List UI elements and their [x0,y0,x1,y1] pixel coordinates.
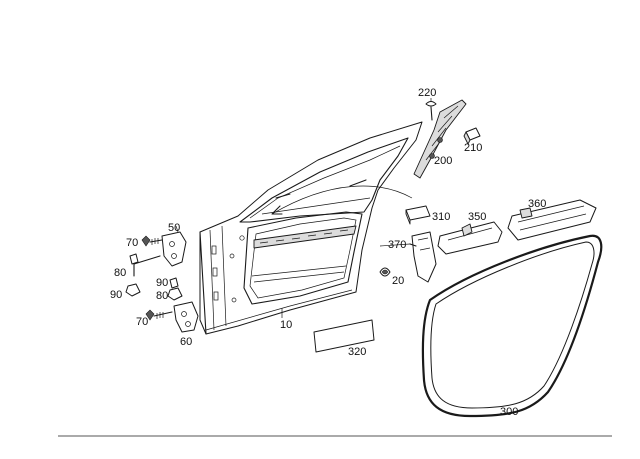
label-90-lower: 90 [156,277,168,289]
label-350: 350 [468,211,486,223]
nut-90-lower [167,287,183,301]
label-360: 360 [528,198,546,210]
label-20: 20 [392,275,404,287]
label-70-lower: 70 [136,316,148,328]
door-shell [199,121,423,335]
label-70-upper: 70 [126,237,138,249]
bracket-370 [409,231,437,283]
label-200: 200 [434,155,452,167]
bolt-80-lower [169,277,179,289]
clip-210 [463,127,481,145]
hinge-lower-60 [173,301,199,333]
label-10: 10 [280,319,292,331]
label-50: 50 [168,222,180,234]
seal-360 [507,199,597,241]
label-80-upper: 80 [114,267,126,279]
assembly-arrow [271,185,413,215]
grommet-20 [379,267,391,277]
label-310: 310 [432,211,450,223]
screw-220 [425,101,437,121]
nut-90-upper [125,283,141,297]
label-300: 300 [500,406,518,418]
pad-310 [405,205,431,225]
leader-lines [281,98,432,318]
label-370: 370 [388,239,406,251]
bolt-80-upper [129,253,161,277]
hinge-upper-50 [161,225,187,267]
bolt-70-lower [145,309,173,321]
label-320: 320 [348,346,366,358]
label-210: 210 [464,142,482,154]
label-60: 60 [180,336,192,348]
label-plate-320 [313,319,375,353]
label-220: 220 [418,87,436,99]
window-frame-trim [413,99,467,179]
seal-350 [437,221,503,255]
label-90-upper: 90 [110,289,122,301]
label-80-lower: 80 [156,290,168,302]
bolt-70-upper [141,235,163,247]
weatherstrip-300 [421,234,603,418]
